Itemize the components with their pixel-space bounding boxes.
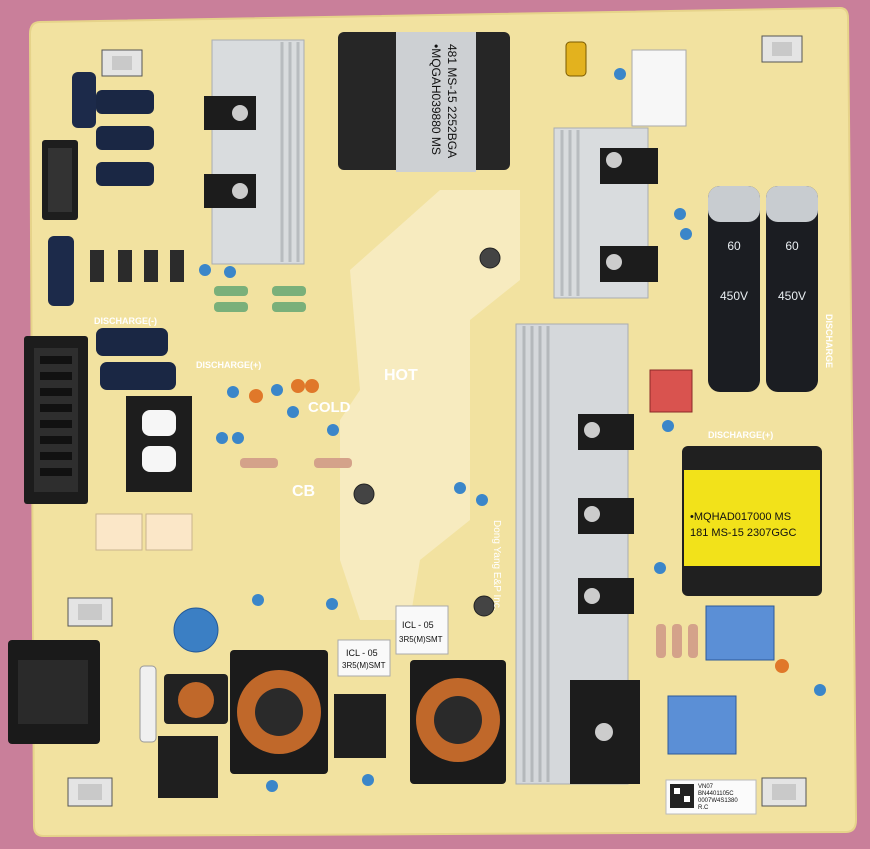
bulk-cap-1: 60 450V xyxy=(708,186,760,392)
ntc-label-1b: 3R5(M)SMT xyxy=(399,635,443,644)
film-cap-red xyxy=(649,369,693,413)
mounting-clip xyxy=(67,597,113,627)
ac-input-connector xyxy=(8,640,100,744)
isolation-strip xyxy=(340,190,520,620)
connector-main-output xyxy=(24,336,88,504)
bulk-cap-rating-2: 60 xyxy=(785,239,799,253)
label-discharge-right-1: DISCHARGE(+) xyxy=(708,430,773,440)
fuse xyxy=(139,665,157,743)
varistor xyxy=(173,607,219,653)
heatsink-right-top xyxy=(553,127,658,299)
small-choke xyxy=(164,674,228,724)
film-cap-blue xyxy=(667,695,737,755)
bulk-cap-voltage-2: 450V xyxy=(778,289,806,303)
label-discharge-left-1: DISCHARGE(-) xyxy=(94,316,157,326)
electrolytic-cap xyxy=(48,72,176,390)
diode-array xyxy=(90,250,184,282)
resistors xyxy=(214,286,698,658)
label-hot: HOT xyxy=(384,367,418,384)
ntc-label-2a: ICL - 05 xyxy=(346,648,378,658)
secondary-transformer: •MQHAD017000 MS 181 MS-15 2307GGC xyxy=(682,446,822,596)
sticker-line-3: 0007W4S1380 xyxy=(698,798,738,804)
x-cap-black xyxy=(334,694,386,758)
film-cap-white xyxy=(95,513,143,551)
mounting-clip xyxy=(761,777,807,807)
main-transformer-text-1: •MQGAH039880 MS xyxy=(429,44,443,155)
bulk-cap-2: 60 450V xyxy=(766,186,818,392)
heatsink-left xyxy=(204,39,305,265)
common-mode-choke-2 xyxy=(410,660,506,784)
small-electrolytic xyxy=(353,247,501,617)
orange-caps xyxy=(249,379,789,673)
film-cap-blue xyxy=(705,605,775,661)
mounting-clip xyxy=(101,49,143,77)
label-discharge-right-2: DISCHARGE xyxy=(824,314,834,368)
sticker-line-4: R.C xyxy=(698,805,709,811)
sticker-line-1: VN07 xyxy=(698,784,714,790)
label-discharge-left-2: DISCHARGE(+) xyxy=(196,360,261,370)
barcode-sticker: VN07 BN4401105C 0007W4S1380 R.C xyxy=(665,779,757,815)
bulk-cap-voltage-1: 450V xyxy=(720,289,748,303)
standby-transformer xyxy=(126,396,192,492)
secondary-transformer-label-2: 181 MS-15 2307GGC xyxy=(690,527,796,539)
common-mode-choke-1 xyxy=(230,650,328,774)
label-cb: CB xyxy=(292,483,315,500)
connector-top-left xyxy=(42,140,78,220)
sticker-line-2: BN4401105C xyxy=(698,791,734,797)
small-components-top xyxy=(565,41,687,127)
heatsink-center xyxy=(515,323,640,785)
ntc-label-1a: ICL - 05 xyxy=(402,620,434,630)
mounting-clip xyxy=(67,777,113,807)
secondary-transformer-label-1: •MQHAD017000 MS xyxy=(690,511,791,523)
label-cold: COLD xyxy=(308,399,351,416)
ceramic-caps xyxy=(199,68,826,792)
main-transformer xyxy=(338,32,510,172)
main-transformer-text-2: 481 MS-15 2252BGA xyxy=(445,44,459,158)
label-vendor: Dong Yang E&P Inc. xyxy=(491,520,502,611)
film-cap-white xyxy=(145,513,193,551)
bulk-cap-rating-1: 60 xyxy=(727,239,741,253)
ntc-resistor-1: ICL - 05 3R5(M)SMT xyxy=(337,639,391,677)
mounting-clip xyxy=(761,35,803,63)
ntc-label-2b: 3R5(M)SMT xyxy=(342,661,386,670)
x-cap-black xyxy=(158,736,218,798)
ntc-resistor-2: ICL - 05 3R5(M)SMT xyxy=(395,605,449,655)
